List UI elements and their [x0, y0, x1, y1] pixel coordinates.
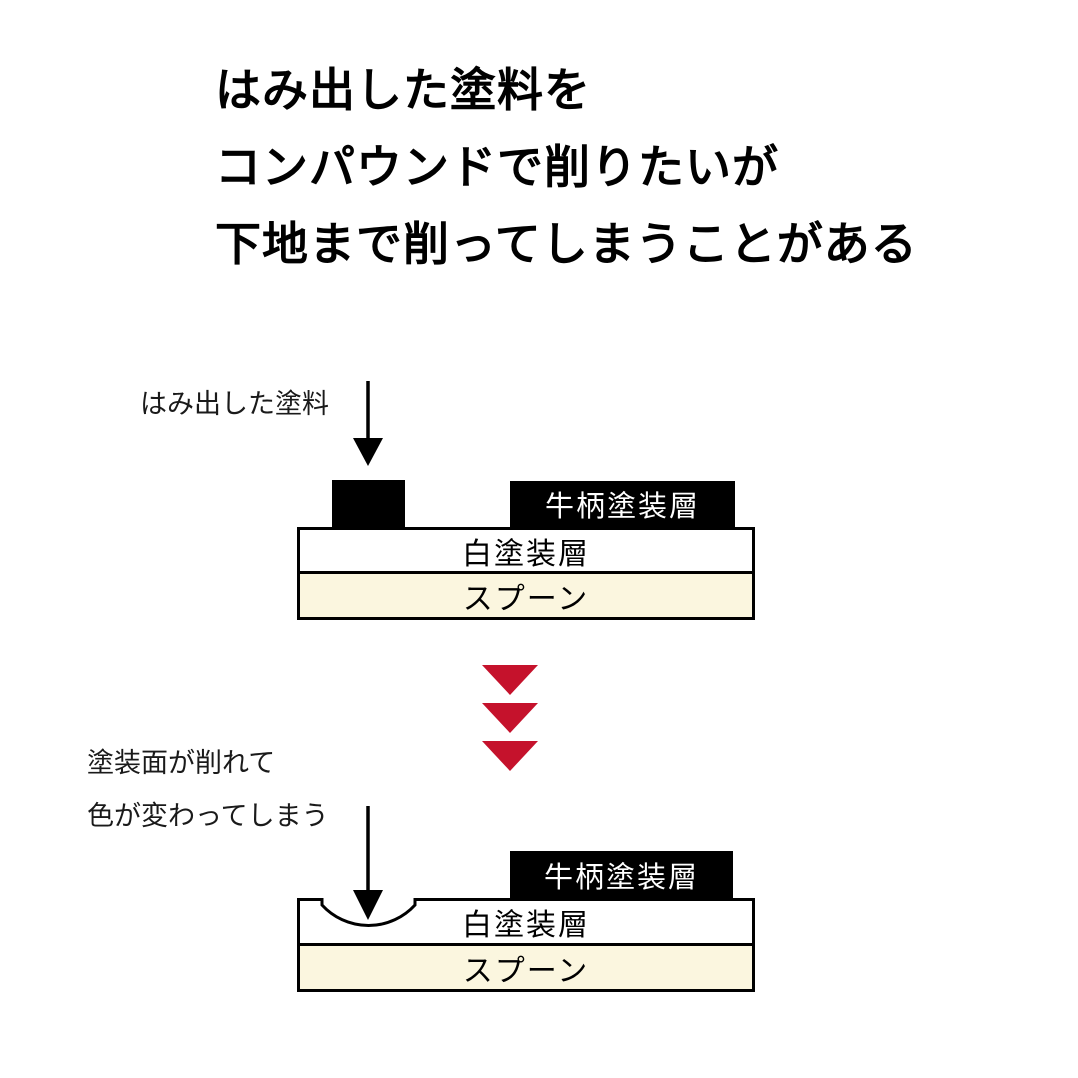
pattern-layer-before: 牛柄塗装層: [510, 481, 735, 527]
spoon-base-label: スプーン: [462, 954, 590, 988]
red-triangle-icon: [482, 741, 538, 771]
spoon-base-before: スプーン: [297, 571, 755, 620]
page-title: はみ出した塗料を コンパウンドで削りたいが 下地まで削ってしまうことがある: [215, 52, 918, 283]
title-line-1: はみ出した塗料を: [215, 64, 591, 116]
after-annotation-line-1: 塗装面が削れて: [87, 748, 276, 778]
title-line-2: コンパウンドで削りたいが: [215, 141, 779, 193]
after-annotation-line-2: 色が変わってしまう: [87, 801, 329, 831]
white-layer-label: 白塗装層: [462, 908, 590, 942]
transition-arrows: [482, 665, 538, 771]
red-triangle-icon: [482, 665, 538, 695]
white-layer-label: 白塗装層: [462, 537, 590, 571]
pattern-layer-after: 牛柄塗装層: [510, 851, 733, 898]
spoon-base-after: スプーン: [297, 943, 755, 992]
white-layer-after: 白塗装層: [297, 898, 755, 945]
before-annotation-label: はみ出した塗料: [140, 389, 329, 419]
red-triangle-icon: [482, 703, 538, 733]
title-line-3: 下地まで削ってしまうことがある: [215, 218, 918, 270]
down-arrow-icon: [353, 381, 383, 466]
pattern-layer-label: 牛柄塗装層: [544, 491, 700, 523]
white-layer-before: 白塗装層: [297, 527, 755, 574]
after-annotation-label: 塗装面が削れて 色が変わってしまう: [87, 737, 329, 843]
spoon-base-label: スプーン: [462, 582, 590, 616]
white-layer-after-shape: [297, 898, 755, 946]
down-arrow-icon: [353, 806, 383, 920]
pattern-layer-label: 牛柄塗装層: [543, 861, 699, 894]
excess-paint-block: [332, 480, 405, 527]
